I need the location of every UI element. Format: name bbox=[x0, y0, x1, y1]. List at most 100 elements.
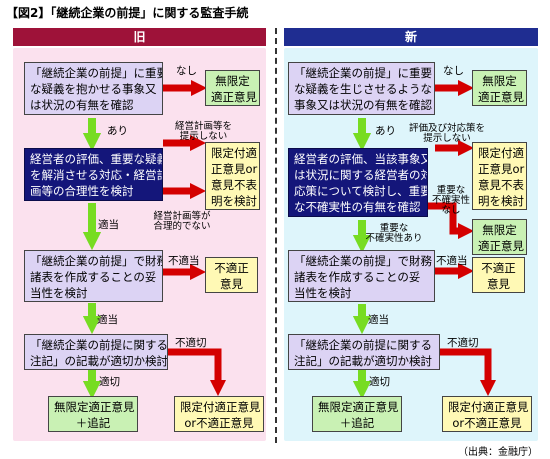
old-label-improper: 不適切 bbox=[175, 337, 207, 349]
figure-title: 【図2】「継続企業の前提」に関する監査手続 bbox=[6, 6, 249, 20]
new-arrow-sig-unc-none bbox=[428, 202, 475, 240]
new-label-eval-missing: 評価及び対応策を 提示しない bbox=[404, 124, 490, 144]
label-line: 評価及び対応策を bbox=[408, 123, 485, 134]
box-line: 無限定適正意見 bbox=[318, 400, 399, 414]
new-label-material-uncertainty-exists: 重要な 不確実性あり bbox=[363, 224, 425, 244]
box-line: 当性を検討 bbox=[30, 286, 88, 300]
box-line: 正意見or bbox=[478, 162, 525, 176]
box-line: 意見不表 bbox=[211, 178, 257, 192]
box-line: 「継続企業の前提」に重要 bbox=[294, 66, 432, 80]
box-line: 経営者の評価、重要な疑義 bbox=[30, 152, 163, 166]
label-line: 不確実性あり bbox=[365, 233, 423, 244]
label-line: 提示しない bbox=[179, 131, 228, 142]
old-label-inappropriate: 不適当 bbox=[168, 255, 200, 267]
box-line: 諸表を作成することの妥 bbox=[294, 270, 421, 284]
old-box-check-events: 「継続企業の前提」に重要 な疑義を抱かせる事象又 は状況の有無を確認 bbox=[24, 62, 163, 115]
old-arrow-inappropriate2 bbox=[168, 348, 227, 397]
new-box-unqualified-opinion-2: 無限定 適正意見 bbox=[472, 219, 527, 255]
box-line: 意見 bbox=[220, 277, 243, 291]
box-line: な疑義を生じさせるような bbox=[294, 82, 432, 96]
new-box-qualified-or-disclaimer: 限定付適 正意見or 意見不表 明を検討 bbox=[472, 142, 527, 210]
box-line: 不適正 bbox=[214, 261, 249, 275]
old-box-evaluate-management: 経営者の評価、重要な疑義 を解消させる対応・経営計 画等の合理性を検討 bbox=[24, 148, 163, 201]
label-line: 経営計画等が bbox=[153, 211, 211, 222]
old-label-appropriate-2: 適当 bbox=[97, 314, 118, 326]
box-line: 限定付適正意見 bbox=[180, 400, 261, 414]
new-box-evaluate-uncertainty: 経営者の評価、当該事象又 は状況に関する経営者の対 応策について検討し、重要 な… bbox=[288, 148, 428, 217]
box-line: 当性を検討 bbox=[294, 286, 352, 300]
box-line: 「継続企業の前提に関する bbox=[30, 338, 168, 352]
box-line: ＋追記 bbox=[339, 416, 375, 430]
label-line: 提示しない bbox=[423, 133, 471, 144]
box-line: or不適正意見 bbox=[184, 416, 254, 430]
box-line: 「継続企業の前提」で財務 bbox=[294, 254, 432, 268]
box-line: な疑義を抱かせる事象又 bbox=[30, 82, 157, 96]
old-box-going-concern-basis: 「継続企業の前提」で財務 諸表を作成することの妥 当性を検討 bbox=[24, 250, 163, 302]
box-line: 応策について検討し、重要 bbox=[294, 184, 428, 198]
source-credit: （出典：金融庁） bbox=[458, 447, 538, 458]
new-box-check-events: 「継続企業の前提」に重要 な疑義を生じさせるような 事象又は状況の有無を確認 bbox=[288, 62, 435, 115]
box-line: 画等の合理性を検討 bbox=[30, 184, 134, 198]
new-label-improper: 不適切 bbox=[447, 337, 479, 349]
old-box-qualified-or-disclaimer: 限定付適 正意見or 意見不表 明を検討 bbox=[205, 142, 260, 210]
box-line: ＋追記 bbox=[75, 416, 111, 430]
new-box-going-concern-basis: 「継続企業の前提」で財務 諸表を作成することの妥 当性を検討 bbox=[288, 250, 435, 302]
new-box-unqualified-opinion: 無限定 適正意見 bbox=[472, 70, 527, 106]
box-line: 意見不表 bbox=[478, 178, 524, 192]
old-box-qualified-or-adverse: 限定付適正意見 or不適正意見 bbox=[174, 396, 264, 432]
column-divider bbox=[275, 28, 277, 443]
old-label-proper: 適切 bbox=[99, 376, 120, 388]
box-line: は状況の有無を確認 bbox=[30, 98, 134, 112]
label-line: 不確実性 bbox=[431, 195, 470, 206]
box-line: 「継続企業の前提」に重要 bbox=[30, 66, 163, 80]
old-box-adverse-opinion: 不適正 意見 bbox=[205, 257, 258, 293]
new-label-ari: あり bbox=[375, 125, 396, 137]
box-line: 正意見or bbox=[211, 162, 258, 176]
new-box-adverse-opinion: 不適正 意見 bbox=[472, 257, 525, 293]
old-label-ari: あり bbox=[107, 125, 128, 137]
old-box-unqualified-opinion: 無限定 適正意見 bbox=[205, 70, 260, 106]
old-box-unqualified-with-emphasis: 無限定適正意見 ＋追記 bbox=[48, 396, 138, 432]
box-line: 無限定 bbox=[482, 74, 517, 88]
box-line: 限定付適正意見 bbox=[448, 400, 529, 414]
label-line: 経営計画等を bbox=[174, 121, 232, 132]
label-line: 重要な bbox=[379, 223, 409, 234]
box-line: 注記」の記載が適切か検討 bbox=[30, 354, 168, 368]
old-label-plan-missing: 経営計画等を 提示しない bbox=[166, 122, 241, 142]
box-line: 明を検討 bbox=[478, 194, 524, 208]
new-label-inappropriate: 不適当 bbox=[436, 255, 468, 267]
box-line: 諸表を作成することの妥 bbox=[30, 270, 157, 284]
box-line: 無限定適正意見 bbox=[54, 400, 135, 414]
new-arrow-inappropriate2 bbox=[440, 348, 497, 397]
new-box-qualified-or-adverse: 限定付適正意見 or不適正意見 bbox=[442, 396, 532, 432]
box-line: 限定付適 bbox=[211, 146, 257, 160]
box-line: 適正意見 bbox=[478, 239, 524, 253]
box-line: は状況に関する経営者の対 bbox=[294, 168, 428, 182]
box-line: 無限定 bbox=[482, 223, 517, 237]
box-line: な不確実性の有無を確認 bbox=[294, 200, 421, 214]
label-line: なし bbox=[441, 205, 461, 216]
new-column-header: 新 bbox=[284, 28, 538, 46]
box-line: 事象又は状況の有無を確認 bbox=[294, 98, 432, 112]
box-line: 経営者の評価、当該事象又 bbox=[294, 152, 428, 166]
box-line: or不適正意見 bbox=[452, 416, 522, 430]
label-line: 合理的でない bbox=[153, 221, 211, 232]
box-line: 注記」の記載が適切か検討 bbox=[294, 354, 432, 368]
new-label-appropriate: 適当 bbox=[368, 314, 389, 326]
old-box-disclosure-check: 「継続企業の前提に関する 注記」の記載が適切か検討 bbox=[24, 334, 168, 370]
box-line: 「継続企業の前提」で財務 bbox=[30, 254, 163, 268]
new-label-proper: 適切 bbox=[369, 376, 390, 388]
old-column-header: 旧 bbox=[13, 28, 266, 46]
label-line: 重要な bbox=[436, 185, 466, 196]
new-label-nashi: なし bbox=[443, 65, 464, 77]
box-line: 無限定 bbox=[215, 74, 250, 88]
new-box-disclosure-check: 「継続企業の前提に関する 注記」の記載が適切か検討 bbox=[288, 334, 440, 370]
new-label-no-material-uncertainty: 重要な 不確実性 なし bbox=[429, 186, 473, 216]
old-label-nashi: なし bbox=[176, 65, 197, 77]
old-label-appropriate: 適当 bbox=[98, 219, 119, 231]
box-line: 適正意見 bbox=[478, 90, 524, 104]
old-label-plan-unreasonable: 経営計画等が 合理的でない bbox=[142, 212, 222, 232]
new-box-unqualified-with-emphasis: 無限定適正意見 ＋追記 bbox=[312, 396, 402, 432]
box-line: 意見 bbox=[487, 277, 510, 291]
